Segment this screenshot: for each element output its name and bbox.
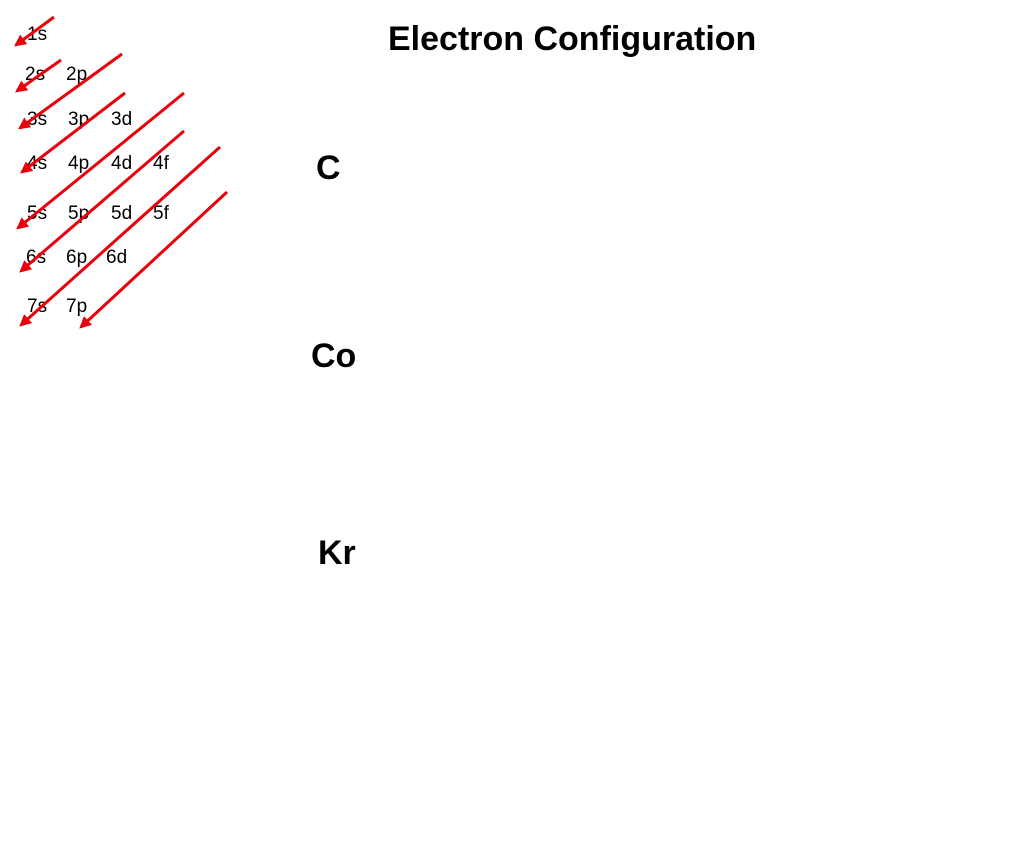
element-krypton-label: Kr [318,534,356,572]
page-title: Electron Configuration [388,20,757,58]
element-carbon-label: C [316,149,341,187]
orbital-4d: 4d [111,153,133,174]
orbital-1s: 1s [27,24,48,45]
orbital-6p: 6p [66,247,88,268]
orbital-4p: 4p [68,153,90,174]
orbital-7p: 7p [66,296,88,317]
orbital-3d: 3d [111,109,133,130]
element-cobalt-label: Co [311,337,357,375]
orbital-5d: 5d [111,203,133,224]
orbital-2s: 2s [25,64,46,85]
orbital-4s: 4s [27,153,48,174]
orbital-6d: 6d [106,247,128,268]
orbital-5p: 5p [68,203,90,224]
orbital-4f: 4f [153,153,169,174]
orbital-5f: 5f [153,203,169,224]
orbital-7s: 7s [27,296,48,317]
orbital-6s: 6s [26,247,47,268]
orbital-3s: 3s [27,109,48,130]
orbital-2p: 2p [66,64,88,85]
orbital-3p: 3p [68,109,90,130]
orbital-5s: 5s [27,203,48,224]
